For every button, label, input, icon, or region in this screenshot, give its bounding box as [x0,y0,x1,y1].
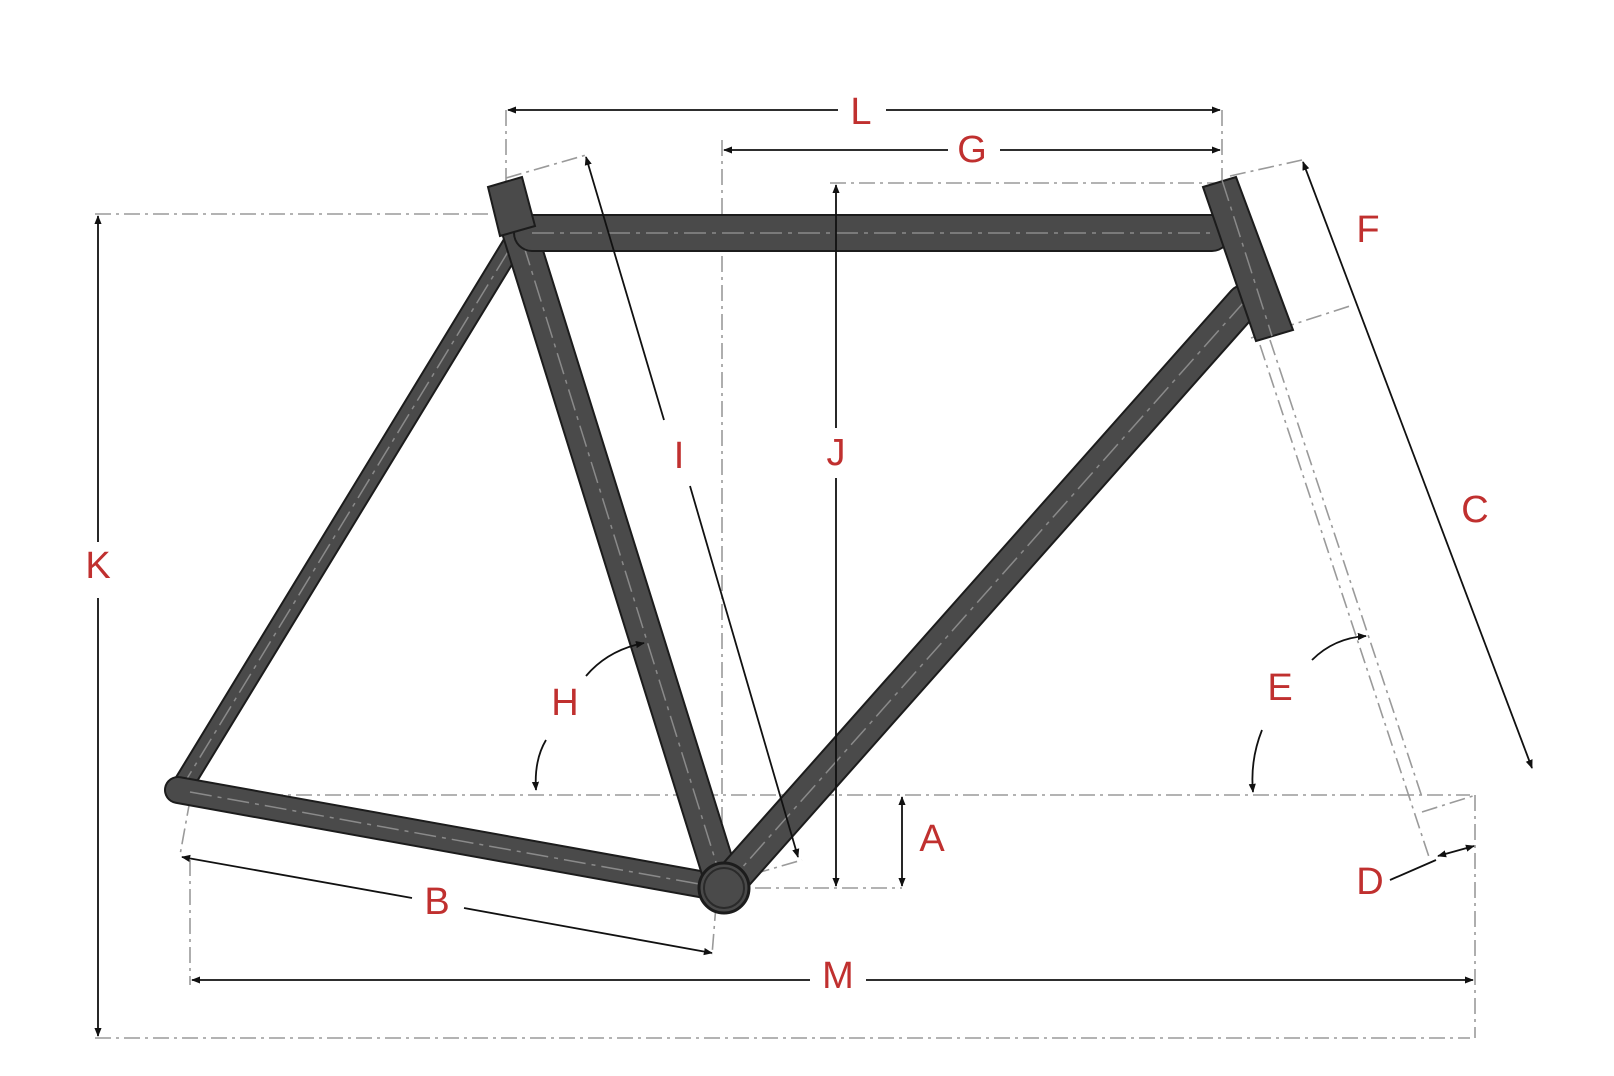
label-e: E [1267,667,1292,709]
label-m: M [822,955,854,997]
head-tube [1201,175,1295,343]
label-f: F [1356,209,1379,251]
label-c: C [1461,489,1488,531]
label-d: D [1356,861,1383,903]
label-k: K [85,545,110,587]
label-h: H [551,682,578,724]
bottom-bracket [697,861,751,915]
label-j: J [827,432,846,474]
dimension-labels: A B C D E F G H I J K L M [85,91,1488,997]
label-g: G [957,129,987,171]
guide-lines [95,110,1477,1039]
label-b: B [424,881,449,923]
frame [164,175,1295,915]
label-i: I [674,435,685,477]
down-tube [706,284,1262,906]
dimension-lines [94,106,1533,1037]
label-l: L [850,91,871,133]
seat-tube [494,190,742,906]
seat-tube-top-cap [486,175,537,238]
chain-stay [164,776,736,902]
seat-stay [169,231,525,801]
label-a: A [919,818,945,860]
